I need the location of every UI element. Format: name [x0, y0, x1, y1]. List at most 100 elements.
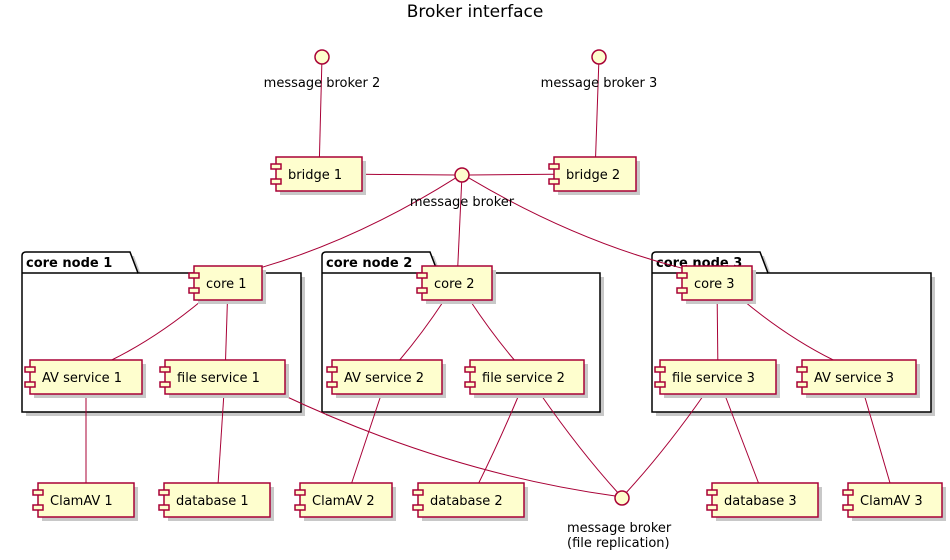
component-bridge1: bridge 1	[270, 156, 366, 195]
component-label: AV service 2	[344, 371, 424, 386]
connector-bridge1-mb	[361, 173, 456, 176]
connector-av2-clam2	[351, 393, 382, 484]
connector-core1-fs1	[225, 299, 228, 361]
connector-av3-clam3	[863, 393, 891, 484]
component-box	[164, 359, 286, 395]
component-icon	[270, 163, 282, 185]
component-box	[847, 482, 943, 518]
component-icon	[326, 366, 338, 388]
component-label: bridge 2	[566, 168, 620, 183]
component-label: AV service 3	[814, 371, 894, 386]
component-db1: database 1	[158, 482, 274, 521]
connector-mb-core2	[457, 181, 463, 267]
component-core2: core 2	[416, 265, 496, 304]
connector-core3-fs3	[716, 299, 719, 361]
component-icon	[548, 163, 560, 185]
component-core1: core 1	[188, 265, 266, 304]
connector-mb-core1	[261, 177, 456, 268]
component-icon	[24, 366, 36, 388]
component-label: file service 3	[672, 371, 755, 386]
interface-circle	[314, 49, 330, 65]
component-label: database 2	[430, 494, 503, 509]
component-label: core 2	[434, 277, 475, 292]
component-icon	[412, 489, 424, 511]
connector-mb-bridge2	[468, 173, 555, 176]
component-label: AV service 1	[42, 371, 122, 386]
component-av1: AV service 1	[24, 359, 146, 398]
connector-mb3-bridge2	[595, 63, 600, 158]
component-fs1: file service 1	[159, 359, 289, 398]
component-fs3: file service 3	[654, 359, 780, 398]
component-av2: AV service 2	[326, 359, 446, 398]
component-box	[299, 482, 393, 518]
component-box	[417, 482, 525, 518]
interface-circle	[454, 167, 470, 183]
package-label: core node 2	[326, 256, 412, 271]
component-clam1: ClamAV 1	[32, 482, 138, 521]
connector-fs2-db2	[478, 393, 520, 484]
connector-fs3-db3	[724, 393, 759, 484]
component-icon	[32, 489, 44, 511]
component-icon	[294, 489, 306, 511]
package-label: core node 1	[26, 256, 112, 271]
interface-mb: message broker	[410, 167, 515, 210]
connector-fs2-mbf	[539, 393, 619, 493]
component-box	[421, 265, 493, 301]
component-clam2: ClamAV 2	[294, 482, 396, 521]
interface-label: message broker	[567, 521, 672, 536]
connector-core3-av3	[742, 299, 834, 361]
connections-layer	[85, 63, 891, 497]
component-label: database 1	[176, 494, 249, 509]
component-label: file service 2	[482, 371, 565, 386]
connector-fs1-mbf	[280, 393, 616, 497]
component-core3: core 3	[676, 265, 756, 304]
component-box	[29, 359, 143, 395]
interface-label: message broker	[410, 195, 515, 210]
component-av3: AV service 3	[796, 359, 920, 398]
component-icon	[706, 489, 718, 511]
component-db2: database 2	[412, 482, 528, 521]
connector-mb2-bridge1	[318, 63, 323, 158]
diagram-title: Broker interface	[407, 2, 544, 22]
component-icon	[158, 489, 170, 511]
connector-mb-core3	[468, 177, 683, 269]
nodes-layer: bridge 1 bridge 2 core 1 core 2 core 3 AV ser…	[24, 49, 946, 551]
component-box	[553, 156, 637, 192]
component-db3: database 3	[706, 482, 822, 521]
component-box	[801, 359, 917, 395]
component-box	[331, 359, 443, 395]
component-label: bridge 1	[288, 168, 342, 183]
component-box	[469, 359, 585, 395]
interface-label: message broker 2	[264, 76, 381, 91]
component-icon	[188, 272, 200, 294]
component-label: ClamAV 2	[312, 494, 375, 509]
component-box	[681, 265, 753, 301]
component-box	[193, 265, 263, 301]
connector-fs1-db1	[217, 393, 225, 484]
component-icon	[796, 366, 808, 388]
component-icon	[159, 366, 171, 388]
component-box	[275, 156, 363, 192]
interface-label: (file replication)	[567, 536, 670, 551]
component-label: ClamAV 1	[50, 494, 113, 509]
interface-label: message broker 3	[541, 76, 658, 91]
component-icon	[676, 272, 688, 294]
component-box	[163, 482, 271, 518]
component-box	[711, 482, 819, 518]
interface-mbf: message broker(file replication)	[567, 490, 672, 551]
component-label: core 1	[206, 277, 247, 292]
component-icon	[842, 489, 854, 511]
interface-circle	[614, 490, 630, 506]
component-icon	[464, 366, 476, 388]
component-label: ClamAV 3	[860, 494, 923, 509]
component-box	[659, 359, 777, 395]
component-fs2: file service 2	[464, 359, 588, 398]
component-label: core 3	[694, 277, 735, 292]
connector-core2-fs2	[469, 299, 515, 361]
component-icon	[654, 366, 666, 388]
interface-circle	[591, 49, 607, 65]
component-icon	[416, 272, 428, 294]
component-box	[37, 482, 135, 518]
component-bridge2: bridge 2	[548, 156, 640, 195]
